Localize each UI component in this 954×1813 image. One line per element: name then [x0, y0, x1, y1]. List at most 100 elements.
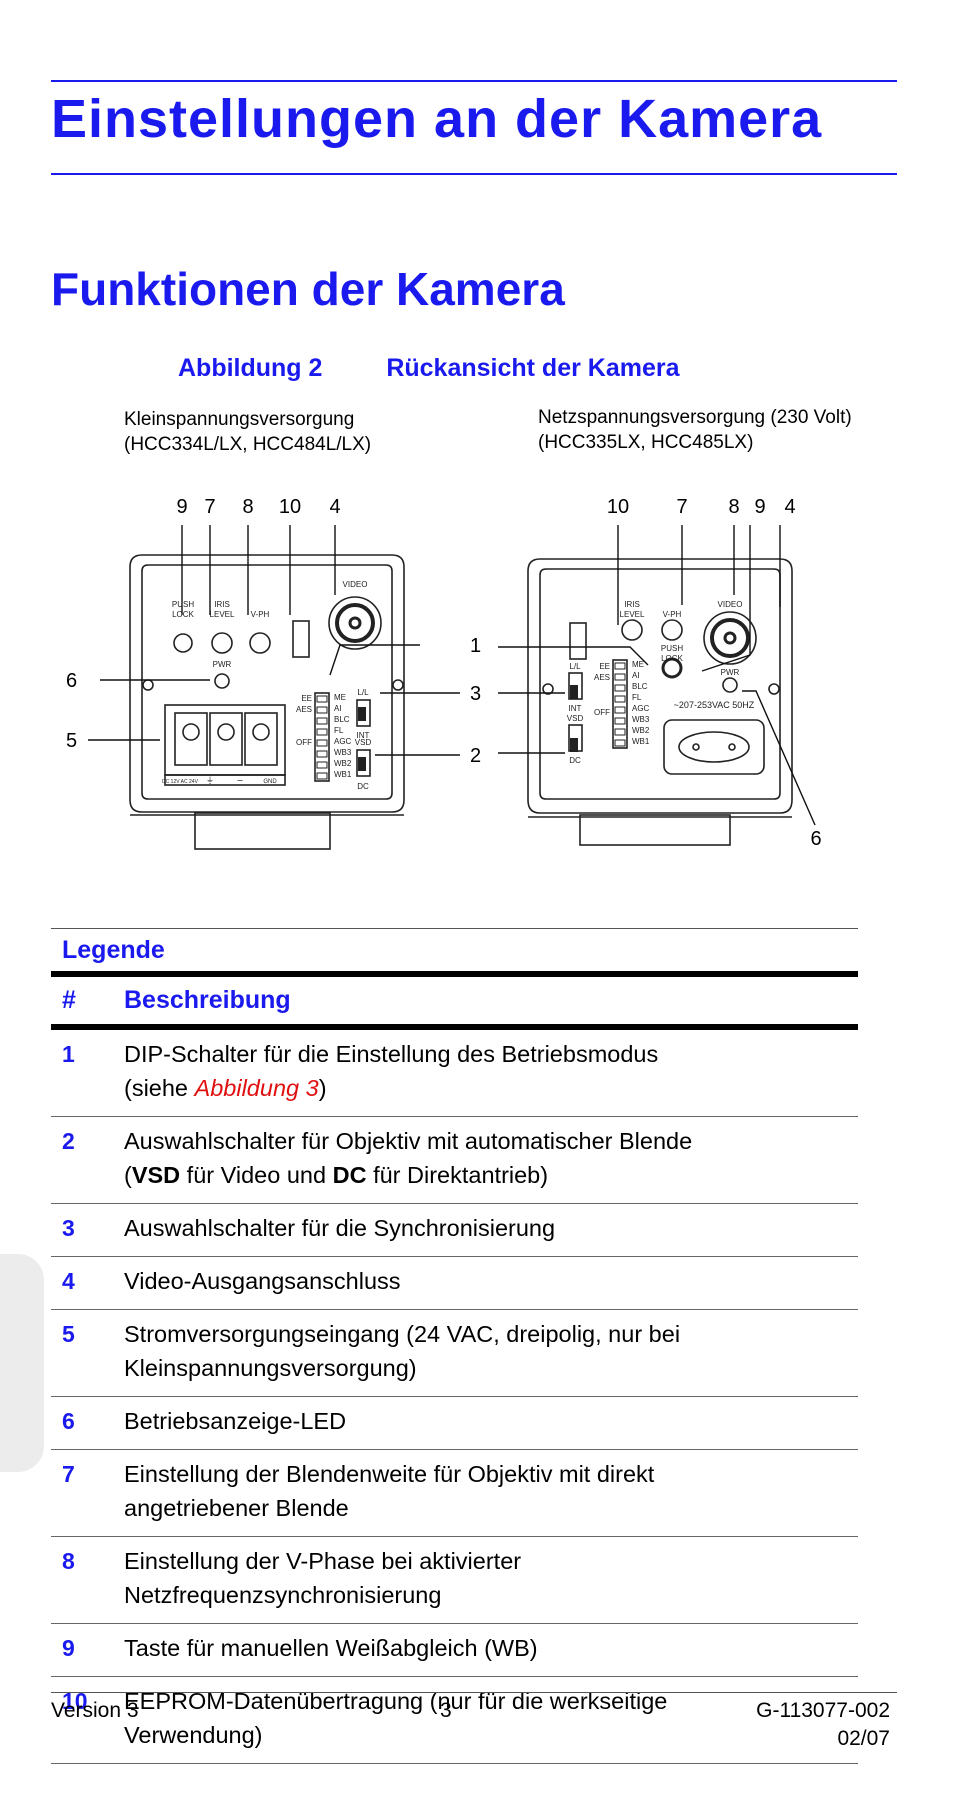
left-dip-label: ME	[334, 693, 346, 702]
dip-switch-toggle	[316, 695, 328, 703]
left-ee-label: EE	[301, 694, 312, 703]
callout-number-left: 3	[470, 683, 481, 705]
right-pwr-label: PWR	[721, 668, 740, 677]
row-text: für Direktantrieb)	[366, 1162, 549, 1188]
row-description-line2: (siehe Abbildung 3)	[124, 1071, 858, 1105]
row-description: Einstellung der Blendenweite für Objekti…	[124, 1457, 858, 1525]
dip-switch-toggle	[316, 717, 328, 725]
callout-number-right: 10	[607, 496, 629, 518]
right-iris-level-label: IRIS	[624, 600, 640, 609]
left-eeprom-connector	[292, 620, 310, 658]
legend-header-rule-bottom	[51, 1024, 858, 1030]
left-camera-label-line1: Kleinspannungsversorgung	[124, 409, 355, 430]
callout-number-left: 9	[176, 496, 187, 518]
right-pwr-led	[722, 677, 738, 693]
left-video-connector	[328, 596, 382, 650]
figure-caption-text: Rückansicht der Kamera	[386, 354, 680, 382]
legend-title: Legende	[51, 928, 858, 971]
left-ll-switch	[356, 699, 371, 727]
abbildung-3-link[interactable]: Abbildung 3	[194, 1075, 319, 1101]
row-description-line2: Verwendung)	[124, 1722, 263, 1748]
row-description-line2: (VSD für Video und DC für Direktantrieb)	[124, 1158, 858, 1192]
row-number: 9	[62, 1635, 75, 1661]
right-eeprom-connector	[569, 622, 587, 660]
left-video-label: VIDEO	[343, 580, 368, 589]
figure-caption: Abbildung 2 Rückansicht der Kamera	[178, 354, 680, 383]
right-camera-label: Netzspannungsversorgung (230 Volt) (HCC3…	[538, 405, 852, 455]
callout-number-right: 4	[784, 496, 795, 518]
right-dip-switch	[612, 659, 628, 749]
row-text-bold: DC	[332, 1162, 367, 1188]
left-camera-mount	[194, 812, 331, 850]
row-description-line2: angetriebener Blende	[124, 1495, 349, 1521]
right-video-connector	[703, 611, 757, 665]
callout-number-left: 2	[470, 745, 481, 767]
row-text: (siehe	[124, 1075, 195, 1101]
right-vph-label: V-PH	[663, 610, 682, 619]
left-dip-label: WB3	[334, 748, 352, 757]
right-dip-label: WB1	[632, 737, 650, 746]
footer-doc-id: G-113077-002 02/07	[756, 1697, 890, 1753]
row-description: Video-Ausgangsanschluss	[124, 1268, 401, 1294]
left-camera-label: Kleinspannungsversorgung (HCC334L/LX, HC…	[124, 407, 371, 457]
right-aes-label: AES	[594, 673, 610, 682]
table-row: 6 Betriebsanzeige-LED	[51, 1397, 858, 1450]
row-description-line1: Auswahlschalter für Objektiv mit automat…	[124, 1128, 693, 1154]
row-description: EEPROM-Datenübertragung (nur für die wer…	[124, 1684, 858, 1752]
right-dc-label: DC	[569, 756, 581, 765]
row-number: 3	[62, 1215, 75, 1241]
callout-number-left: 6	[66, 670, 77, 692]
row-description: Taste für manuellen Weißabgleich (WB)	[124, 1635, 538, 1661]
dip-switch-toggle	[316, 750, 328, 758]
left-vsd-label: VSD	[355, 738, 372, 747]
left-terminal-label: GND	[263, 779, 277, 785]
right-push-lock-label: LOCK	[661, 654, 683, 663]
legend-table: Legende # Beschreibung 1 DIP-Schalter fü…	[51, 928, 858, 1764]
table-row: 2 Auswahlschalter für Objektiv mit autom…	[51, 1117, 858, 1204]
right-dip-label: AGC	[632, 704, 650, 713]
callout-number-left: 10	[279, 496, 301, 518]
callout-number-right: 7	[676, 496, 687, 518]
right-iris-level-label: LEVEL	[620, 610, 645, 619]
figure-number: Abbildung 2	[178, 354, 323, 382]
right-int-label: INT	[569, 704, 582, 713]
title-rule-bottom	[51, 173, 897, 175]
left-dip-label: AGC	[334, 737, 352, 746]
row-description: Stromversorgungseingang (24 VAC, dreipol…	[124, 1317, 858, 1385]
left-push-lock-label: LOCK	[172, 610, 194, 619]
left-terminal-label: ⏚	[206, 776, 214, 785]
right-power-socket	[663, 719, 765, 775]
right-camera-label-line1: Netzspannungsversorgung (230 Volt)	[538, 407, 852, 428]
row-text: (	[124, 1162, 132, 1188]
right-vph-pot	[661, 619, 683, 641]
row-text: )	[318, 1075, 327, 1101]
row-number: 2	[62, 1128, 75, 1154]
left-dip-label: AI	[334, 704, 342, 713]
dip-switch-toggle	[614, 706, 626, 714]
legend-header-row: # Beschreibung	[51, 977, 858, 1024]
dip-switch-toggle	[614, 717, 626, 725]
dip-switch-toggle	[614, 728, 626, 736]
dip-switch-toggle	[316, 761, 328, 769]
callout-number-left: 4	[329, 496, 340, 518]
legend-header-desc: Beschreibung	[124, 986, 291, 1014]
row-description-line1: EEPROM-Datenübertragung (nur für die wer…	[124, 1688, 668, 1714]
right-voltage-label: ~207-253VAC 50HZ	[674, 700, 755, 710]
side-thumb-tab	[0, 1254, 44, 1472]
left-camera-body	[129, 554, 405, 813]
left-dc-label: DC	[357, 782, 369, 791]
dip-switch-toggle	[614, 695, 626, 703]
row-description: Betriebsanzeige-LED	[124, 1408, 347, 1434]
dip-switch-toggle	[614, 673, 626, 681]
left-aes-label: AES	[296, 705, 312, 714]
row-description: Einstellung der V-Phase bei aktivierter …	[124, 1544, 858, 1612]
row-number: 7	[62, 1461, 75, 1487]
right-camera-label-line2: (HCC335LX, HCC485LX)	[538, 432, 754, 453]
table-row: 5 Stromversorgungseingang (24 VAC, dreip…	[51, 1310, 858, 1397]
row-number: 6	[62, 1408, 75, 1434]
left-push-lock-label: PUSH	[172, 600, 194, 609]
row-description-line2: Kleinspannungsversorgung)	[124, 1355, 417, 1381]
left-pwr-label: PWR	[213, 660, 232, 669]
row-description: Auswahlschalter für die Synchronisierung	[124, 1215, 556, 1241]
